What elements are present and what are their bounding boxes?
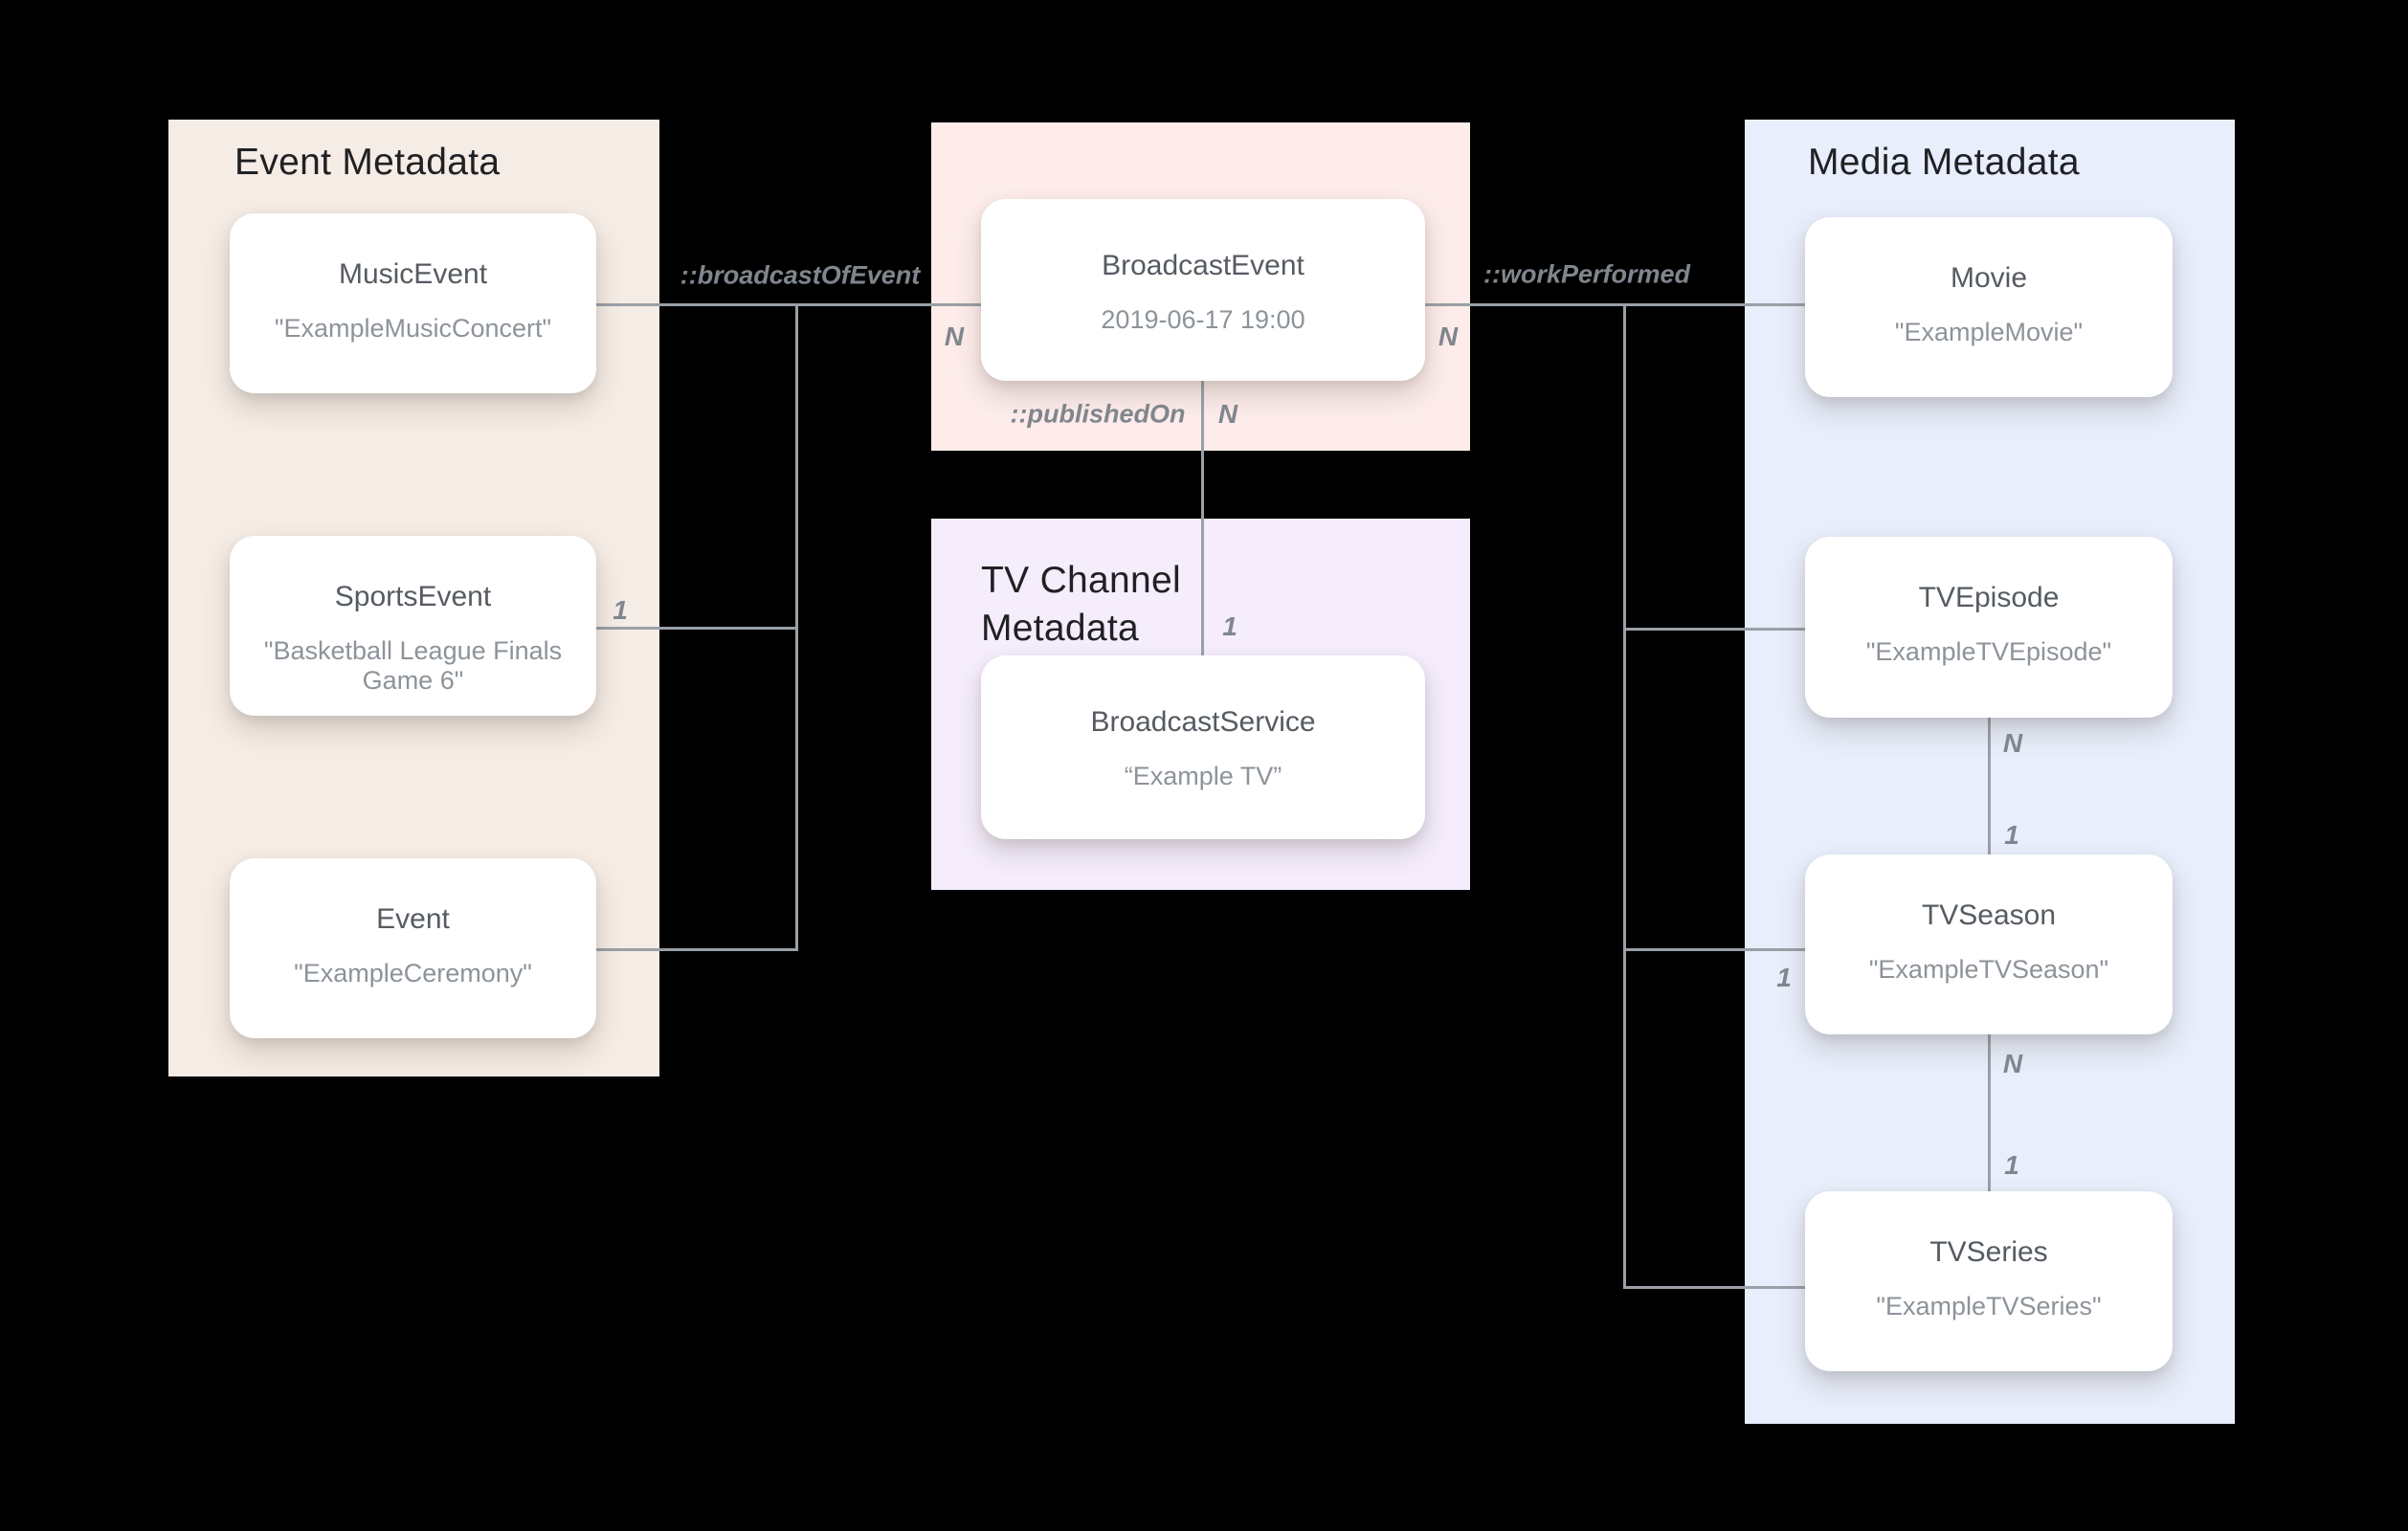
node-title: Movie	[1950, 262, 2028, 294]
node-event: Event "ExampleCeremony"	[230, 858, 596, 1038]
cardinality-n-broadcastevent-left: N	[944, 322, 965, 351]
cardinality-n-tvepisode: N	[2002, 728, 2023, 758]
connector-tvseason-tvseries	[1988, 1034, 1991, 1191]
node-broadcast-event: BroadcastEvent 2019-06-17 19:00	[981, 199, 1425, 381]
connector-tvseason	[1623, 948, 1805, 951]
cardinality-1-tvseries: 1	[2004, 1150, 2019, 1180]
connector-left-branch-vertical	[795, 303, 798, 951]
media-metadata-title: Media Metadata	[1808, 142, 2080, 183]
node-broadcast-service: BroadcastService “Example TV”	[981, 655, 1425, 839]
node-subtitle: "Basketball League Finals Game 6"	[263, 636, 563, 695]
node-music-event: MusicEvent "ExampleMusicConcert"	[230, 213, 596, 393]
node-subtitle: 2019-06-17 19:00	[1101, 305, 1305, 334]
relation-published-on: ::publishedOn	[1010, 399, 1186, 429]
node-subtitle: "ExampleTVSeries"	[1876, 1292, 2102, 1320]
relation-work-performed: ::workPerformed	[1483, 259, 1691, 289]
connector-tvepisode-tvseason	[1988, 718, 1991, 854]
node-title: BroadcastService	[1090, 706, 1316, 738]
relation-broadcast-of-event: ::broadcastOfEvent	[680, 260, 921, 290]
tv-channel-metadata-title: TV Channel Metadata	[981, 560, 1181, 649]
event-metadata-title: Event Metadata	[234, 142, 501, 183]
cardinality-1-broadcastservice: 1	[1222, 611, 1237, 641]
connector-tvseries	[1623, 1286, 1805, 1289]
node-title: SportsEvent	[334, 581, 492, 612]
connector-musicevent-broadcastevent	[596, 303, 982, 306]
connector-sportsevent	[596, 627, 796, 630]
node-tv-series: TVSeries "ExampleTVSeries"	[1805, 1191, 2173, 1371]
node-subtitle: “Example TV”	[1124, 762, 1282, 790]
node-title: MusicEvent	[338, 258, 488, 290]
node-sports-event: SportsEvent "Basketball League Finals Ga…	[230, 536, 596, 716]
cardinality-1-tvseason-top: 1	[2004, 820, 2019, 850]
cardinality-1-tvseason-left: 1	[1776, 963, 1792, 992]
node-title: TVSeason	[1921, 899, 2057, 931]
connector-broadcastevent-broadcastservice	[1201, 380, 1204, 656]
cardinality-n-broadcastevent-right: N	[1438, 322, 1459, 351]
node-subtitle: "ExampleCeremony"	[294, 959, 532, 987]
connector-event	[596, 948, 796, 951]
node-tv-season: TVSeason "ExampleTVSeason"	[1805, 854, 2173, 1034]
node-subtitle: "ExampleMusicConcert"	[274, 314, 552, 343]
node-title: Event	[376, 903, 450, 935]
connector-tvepisode	[1623, 628, 1805, 631]
node-movie: Movie "ExampleMovie"	[1805, 217, 2173, 397]
node-subtitle: "ExampleTVSeason"	[1868, 955, 2109, 984]
node-title: TVSeries	[1929, 1236, 2048, 1268]
cardinality-1-sportsevent: 1	[613, 595, 628, 625]
cardinality-n-tvseason-bottom: N	[2002, 1049, 2023, 1078]
connector-broadcastevent-movie	[1425, 303, 1805, 306]
node-subtitle: "ExampleTVEpisode"	[1865, 637, 2112, 666]
connector-right-branch-vertical	[1623, 303, 1626, 1289]
node-title: BroadcastEvent	[1102, 250, 1304, 281]
node-tv-episode: TVEpisode "ExampleTVEpisode"	[1805, 537, 2173, 718]
node-title: TVEpisode	[1918, 582, 2060, 613]
cardinality-n-publishedon: N	[1217, 399, 1238, 429]
node-subtitle: "ExampleMovie"	[1894, 318, 2084, 346]
